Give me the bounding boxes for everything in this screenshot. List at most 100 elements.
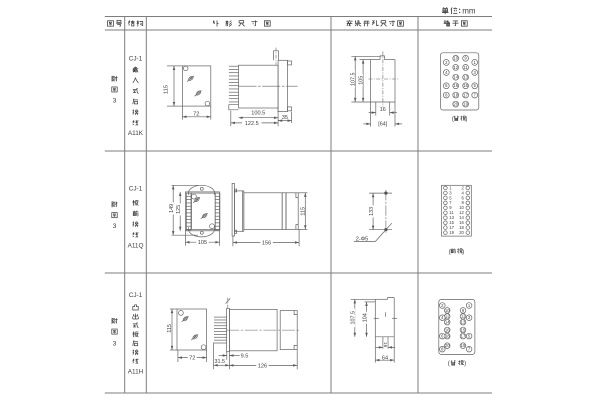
svg-text:13: 13 [463,75,468,80]
svg-text:7: 7 [474,93,477,98]
svg-text:64: 64 [382,355,388,361]
svg-text:6: 6 [441,334,444,339]
svg-text:mm: mm [462,7,476,16]
svg-text:122.5: 122.5 [245,121,259,127]
svg-text:11: 11 [461,314,466,319]
svg-text:9: 9 [464,56,467,61]
svg-text:16: 16 [445,327,450,332]
svg-text:3: 3 [468,315,471,320]
svg-text:13: 13 [461,320,466,325]
svg-text:11: 11 [449,210,454,215]
svg-text:19: 19 [449,230,454,235]
svg-text:12: 12 [453,65,458,70]
svg-text:156: 156 [262,240,271,246]
svg-text:14: 14 [445,320,450,325]
svg-text:18: 18 [453,93,458,98]
svg-text:): ) [464,360,466,367]
svg-text:107.5: 107.5 [351,72,357,86]
svg-text:72: 72 [189,356,195,362]
svg-text:3: 3 [474,70,477,75]
svg-text:5: 5 [449,195,452,200]
svg-text:105: 105 [358,76,364,85]
svg-text:4: 4 [462,190,465,195]
svg-text:9: 9 [449,205,452,210]
svg-text:19: 19 [461,343,466,348]
svg-text:17: 17 [461,334,466,339]
svg-text:18: 18 [459,225,464,230]
svg-text:): ) [465,116,467,123]
svg-text:3: 3 [113,340,117,347]
svg-text:16: 16 [382,342,388,348]
svg-text:CJ-1: CJ-1 [129,292,143,299]
svg-text:149: 149 [169,204,175,213]
svg-text:11: 11 [463,65,468,70]
svg-text:8: 8 [441,347,444,352]
svg-text:13: 13 [449,215,454,220]
svg-text:6: 6 [462,195,465,200]
svg-text:16: 16 [459,220,464,225]
svg-text:10: 10 [453,56,458,61]
svg-text:3: 3 [113,223,117,230]
svg-text:CJ-1: CJ-1 [129,55,143,62]
svg-text:2: 2 [441,303,444,308]
svg-text:3: 3 [113,97,117,104]
svg-text:9.5: 9.5 [241,353,249,359]
svg-text:125: 125 [176,205,182,214]
svg-text:14: 14 [459,215,464,220]
svg-text:CJ-1: CJ-1 [129,186,143,193]
svg-text:1: 1 [474,60,477,65]
svg-text:1: 1 [468,303,471,308]
svg-text:A11H: A11H [128,368,144,375]
svg-text:15: 15 [461,327,466,332]
svg-text:31.5: 31.5 [215,359,226,365]
svg-text:19: 19 [463,102,468,107]
svg-text:104: 104 [362,313,368,322]
svg-text:107.5: 107.5 [351,311,357,325]
svg-text:115: 115 [167,324,173,333]
svg-text:35: 35 [282,115,288,121]
svg-text:20: 20 [445,343,450,348]
svg-text:10: 10 [459,205,464,210]
svg-text:16: 16 [380,107,386,113]
svg-text:17: 17 [463,93,468,98]
svg-text:6: 6 [445,83,448,88]
svg-text:4: 4 [441,315,444,320]
svg-text:17: 17 [449,225,454,230]
svg-text:105: 105 [198,240,207,246]
svg-text:15: 15 [463,83,468,88]
svg-text:72: 72 [193,111,199,117]
svg-text:1: 1 [449,185,452,190]
svg-text:8: 8 [462,200,465,205]
svg-text:115: 115 [164,85,170,94]
svg-text:[64]: [64] [378,122,387,128]
svg-text:(: ( [452,116,455,123]
svg-text:10: 10 [445,308,450,313]
svg-text:100.5: 100.5 [251,111,265,117]
svg-text:5: 5 [474,83,477,88]
svg-text:9: 9 [462,308,465,313]
svg-text:15: 15 [449,220,454,225]
svg-text:8: 8 [445,93,448,98]
svg-text:20: 20 [459,230,464,235]
svg-text:115: 115 [300,207,306,216]
svg-text:7: 7 [468,347,471,352]
svg-text:14: 14 [453,75,458,80]
svg-text:A11K: A11K [128,130,144,137]
svg-text:2-Φ5: 2-Φ5 [356,237,369,243]
svg-text:A11Q: A11Q [128,242,144,249]
svg-text:12: 12 [445,314,450,319]
svg-text:2: 2 [445,60,448,65]
svg-text:18: 18 [445,334,450,339]
svg-text:12: 12 [459,210,464,215]
svg-text:16: 16 [453,83,458,88]
svg-text:(: ( [448,360,451,367]
svg-text:4: 4 [445,70,448,75]
svg-text:20: 20 [453,102,458,107]
svg-text:3: 3 [449,190,452,195]
svg-text:7: 7 [449,200,452,205]
svg-text:2: 2 [462,185,465,190]
svg-text:): ) [462,248,464,255]
svg-text:(: ( [449,248,452,255]
svg-text:133: 133 [369,207,375,216]
svg-text:126: 126 [258,363,267,369]
